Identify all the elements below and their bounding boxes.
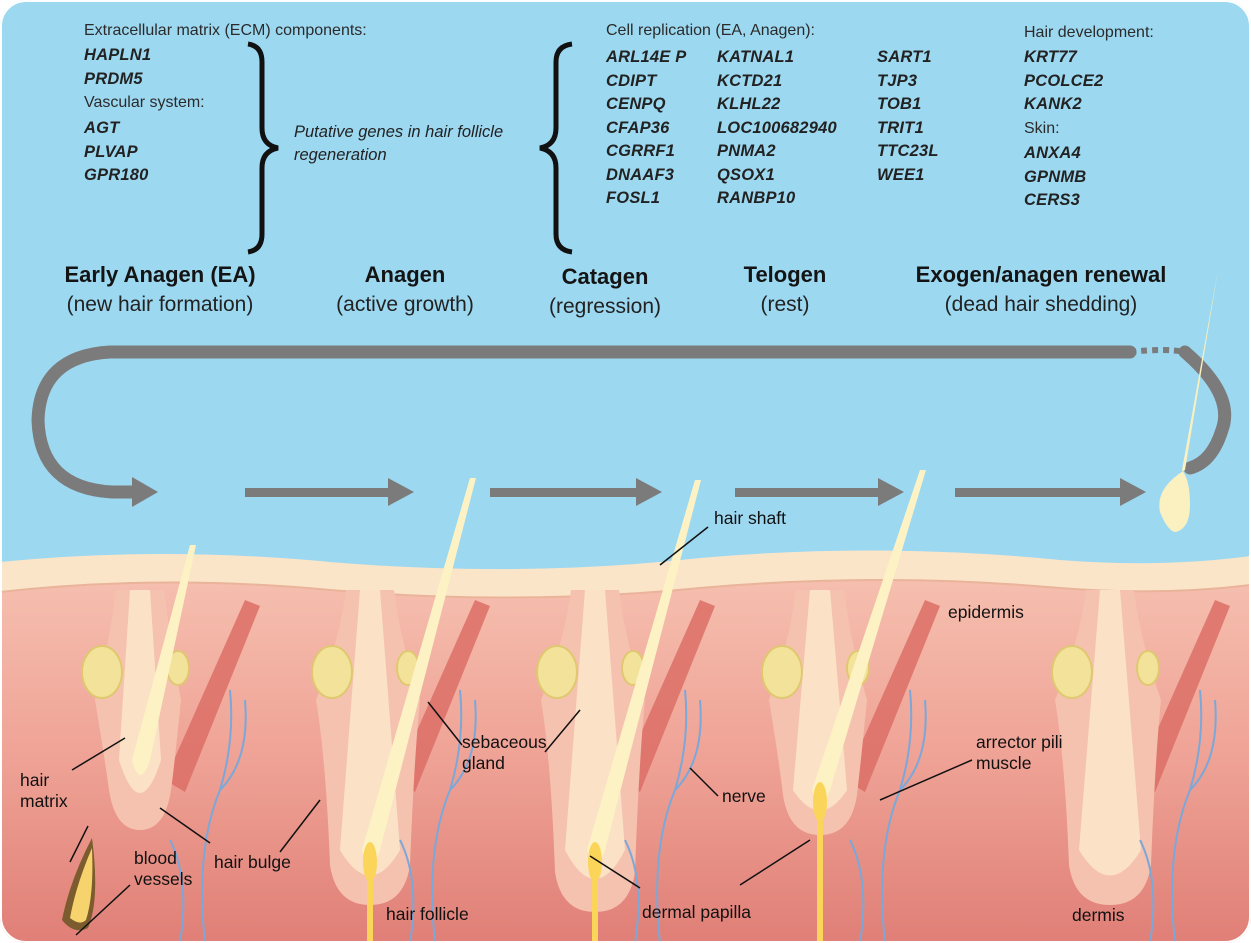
label-dermis: dermis — [1072, 905, 1125, 926]
ecm-heading: Extracellular matrix (ECM) components: — [84, 22, 367, 40]
sebaceous-gland — [1052, 646, 1092, 698]
gene-name: PCOLCE2 — [1024, 70, 1103, 94]
gene-name: CERS3 — [1024, 189, 1086, 213]
gene-name: TTC23L — [877, 140, 939, 164]
label-hair-matrix: hair matrix — [20, 770, 80, 812]
gene-name: RANBP10 — [717, 187, 837, 211]
gene-name: DNAAF3 — [606, 164, 686, 188]
phase-title-catagen: Catagen — [530, 264, 680, 290]
phase-desc-exogen: (dead hair shedding) — [882, 293, 1200, 317]
vascular-gene-list: AGT PLVAP GPR180 — [84, 117, 149, 188]
papilla-stalk — [367, 880, 373, 943]
gene-name: CENPQ — [606, 93, 686, 117]
phase-title-telogen: Telogen — [720, 262, 850, 288]
gene-name: ARL14E P — [606, 46, 686, 70]
gene-name: KANK2 — [1024, 93, 1103, 117]
label-arrector-pili-muscle: arrector pili muscle — [976, 732, 1096, 774]
gene-name: CDIPT — [606, 70, 686, 94]
label-hair-follicle: hair follicle — [386, 904, 469, 925]
hair-development-gene-list: KRT77 PCOLCE2 KANK2 — [1024, 46, 1103, 117]
gene-name: PLVAP — [84, 141, 149, 165]
dermal-papilla — [813, 782, 827, 822]
label-hair-shaft: hair shaft — [714, 508, 786, 529]
vascular-heading: Vascular system: — [84, 94, 205, 112]
gene-name: PNMA2 — [717, 140, 837, 164]
label-hair-bulge: hair bulge — [214, 852, 291, 873]
ecm-gene-list: HAPLN1 PRDM5 — [84, 44, 151, 91]
cell-replication-col1: ARL14E P CDIPT CENPQ CFAP36 CGRRF1 DNAAF… — [606, 46, 686, 211]
putative-genes-caption: Putative genes in hair follicle regenera… — [294, 121, 524, 167]
phase-title-early-anagen: Early Anagen (EA) — [40, 262, 280, 288]
gene-name: TOB1 — [877, 93, 939, 117]
skin-gene-list: ANXA4 GPNMB CERS3 — [1024, 142, 1086, 213]
phase-desc-anagen: (active growth) — [310, 293, 500, 317]
gene-name: CGRRF1 — [606, 140, 686, 164]
cell-replication-col2: KATNAL1 KCTD21 KLHL22 LOC100682940 PNMA2… — [717, 46, 837, 211]
sebaceous-gland — [1137, 651, 1159, 685]
skin-heading: Skin: — [1024, 120, 1060, 138]
gene-name: KATNAL1 — [717, 46, 837, 70]
gene-name: WEE1 — [877, 164, 939, 188]
label-blood-vessels: blood vessels — [134, 848, 214, 890]
gene-name: GPR180 — [84, 164, 149, 188]
phase-desc-early-anagen: (new hair formation) — [40, 293, 280, 317]
gene-name: LOC100682940 — [717, 117, 837, 141]
gene-name: KCTD21 — [717, 70, 837, 94]
gene-name: KRT77 — [1024, 46, 1103, 70]
gene-name: CFAP36 — [606, 117, 686, 141]
gene-name: QSOX1 — [717, 164, 837, 188]
phase-title-exogen: Exogen/anagen renewal — [882, 262, 1200, 288]
label-dermal-papilla: dermal papilla — [642, 902, 751, 923]
sebaceous-gland — [537, 646, 577, 698]
phase-desc-telogen: (rest) — [720, 293, 850, 317]
gene-name: GPNMB — [1024, 166, 1086, 190]
dermal-papilla — [363, 842, 377, 882]
gene-name: HAPLN1 — [84, 44, 151, 68]
gene-name: TJP3 — [877, 70, 939, 94]
sebaceous-gland — [762, 646, 802, 698]
gene-name: ANXA4 — [1024, 142, 1086, 166]
label-nerve: nerve — [722, 786, 766, 807]
label-sebaceous-gland: sebaceous gland — [462, 732, 582, 774]
papilla-stalk — [817, 820, 823, 943]
hair-development-heading: Hair development: — [1024, 24, 1154, 42]
cell-replication-heading: Cell replication (EA, Anagen): — [606, 22, 815, 40]
gene-name: FOSL1 — [606, 187, 686, 211]
phase-title-anagen: Anagen — [310, 262, 500, 288]
gene-name: KLHL22 — [717, 93, 837, 117]
gene-name: PRDM5 — [84, 68, 151, 92]
phase-desc-catagen: (regression) — [530, 295, 680, 319]
label-epidermis: epidermis — [948, 602, 1024, 623]
sebaceous-gland — [312, 646, 352, 698]
cell-replication-col3: SART1 TJP3 TOB1 TRIT1 TTC23L WEE1 — [877, 46, 939, 187]
gene-name: AGT — [84, 117, 149, 141]
gene-name: TRIT1 — [877, 117, 939, 141]
papilla-stalk — [592, 880, 598, 943]
gene-name: SART1 — [877, 46, 939, 70]
sebaceous-gland — [82, 646, 122, 698]
